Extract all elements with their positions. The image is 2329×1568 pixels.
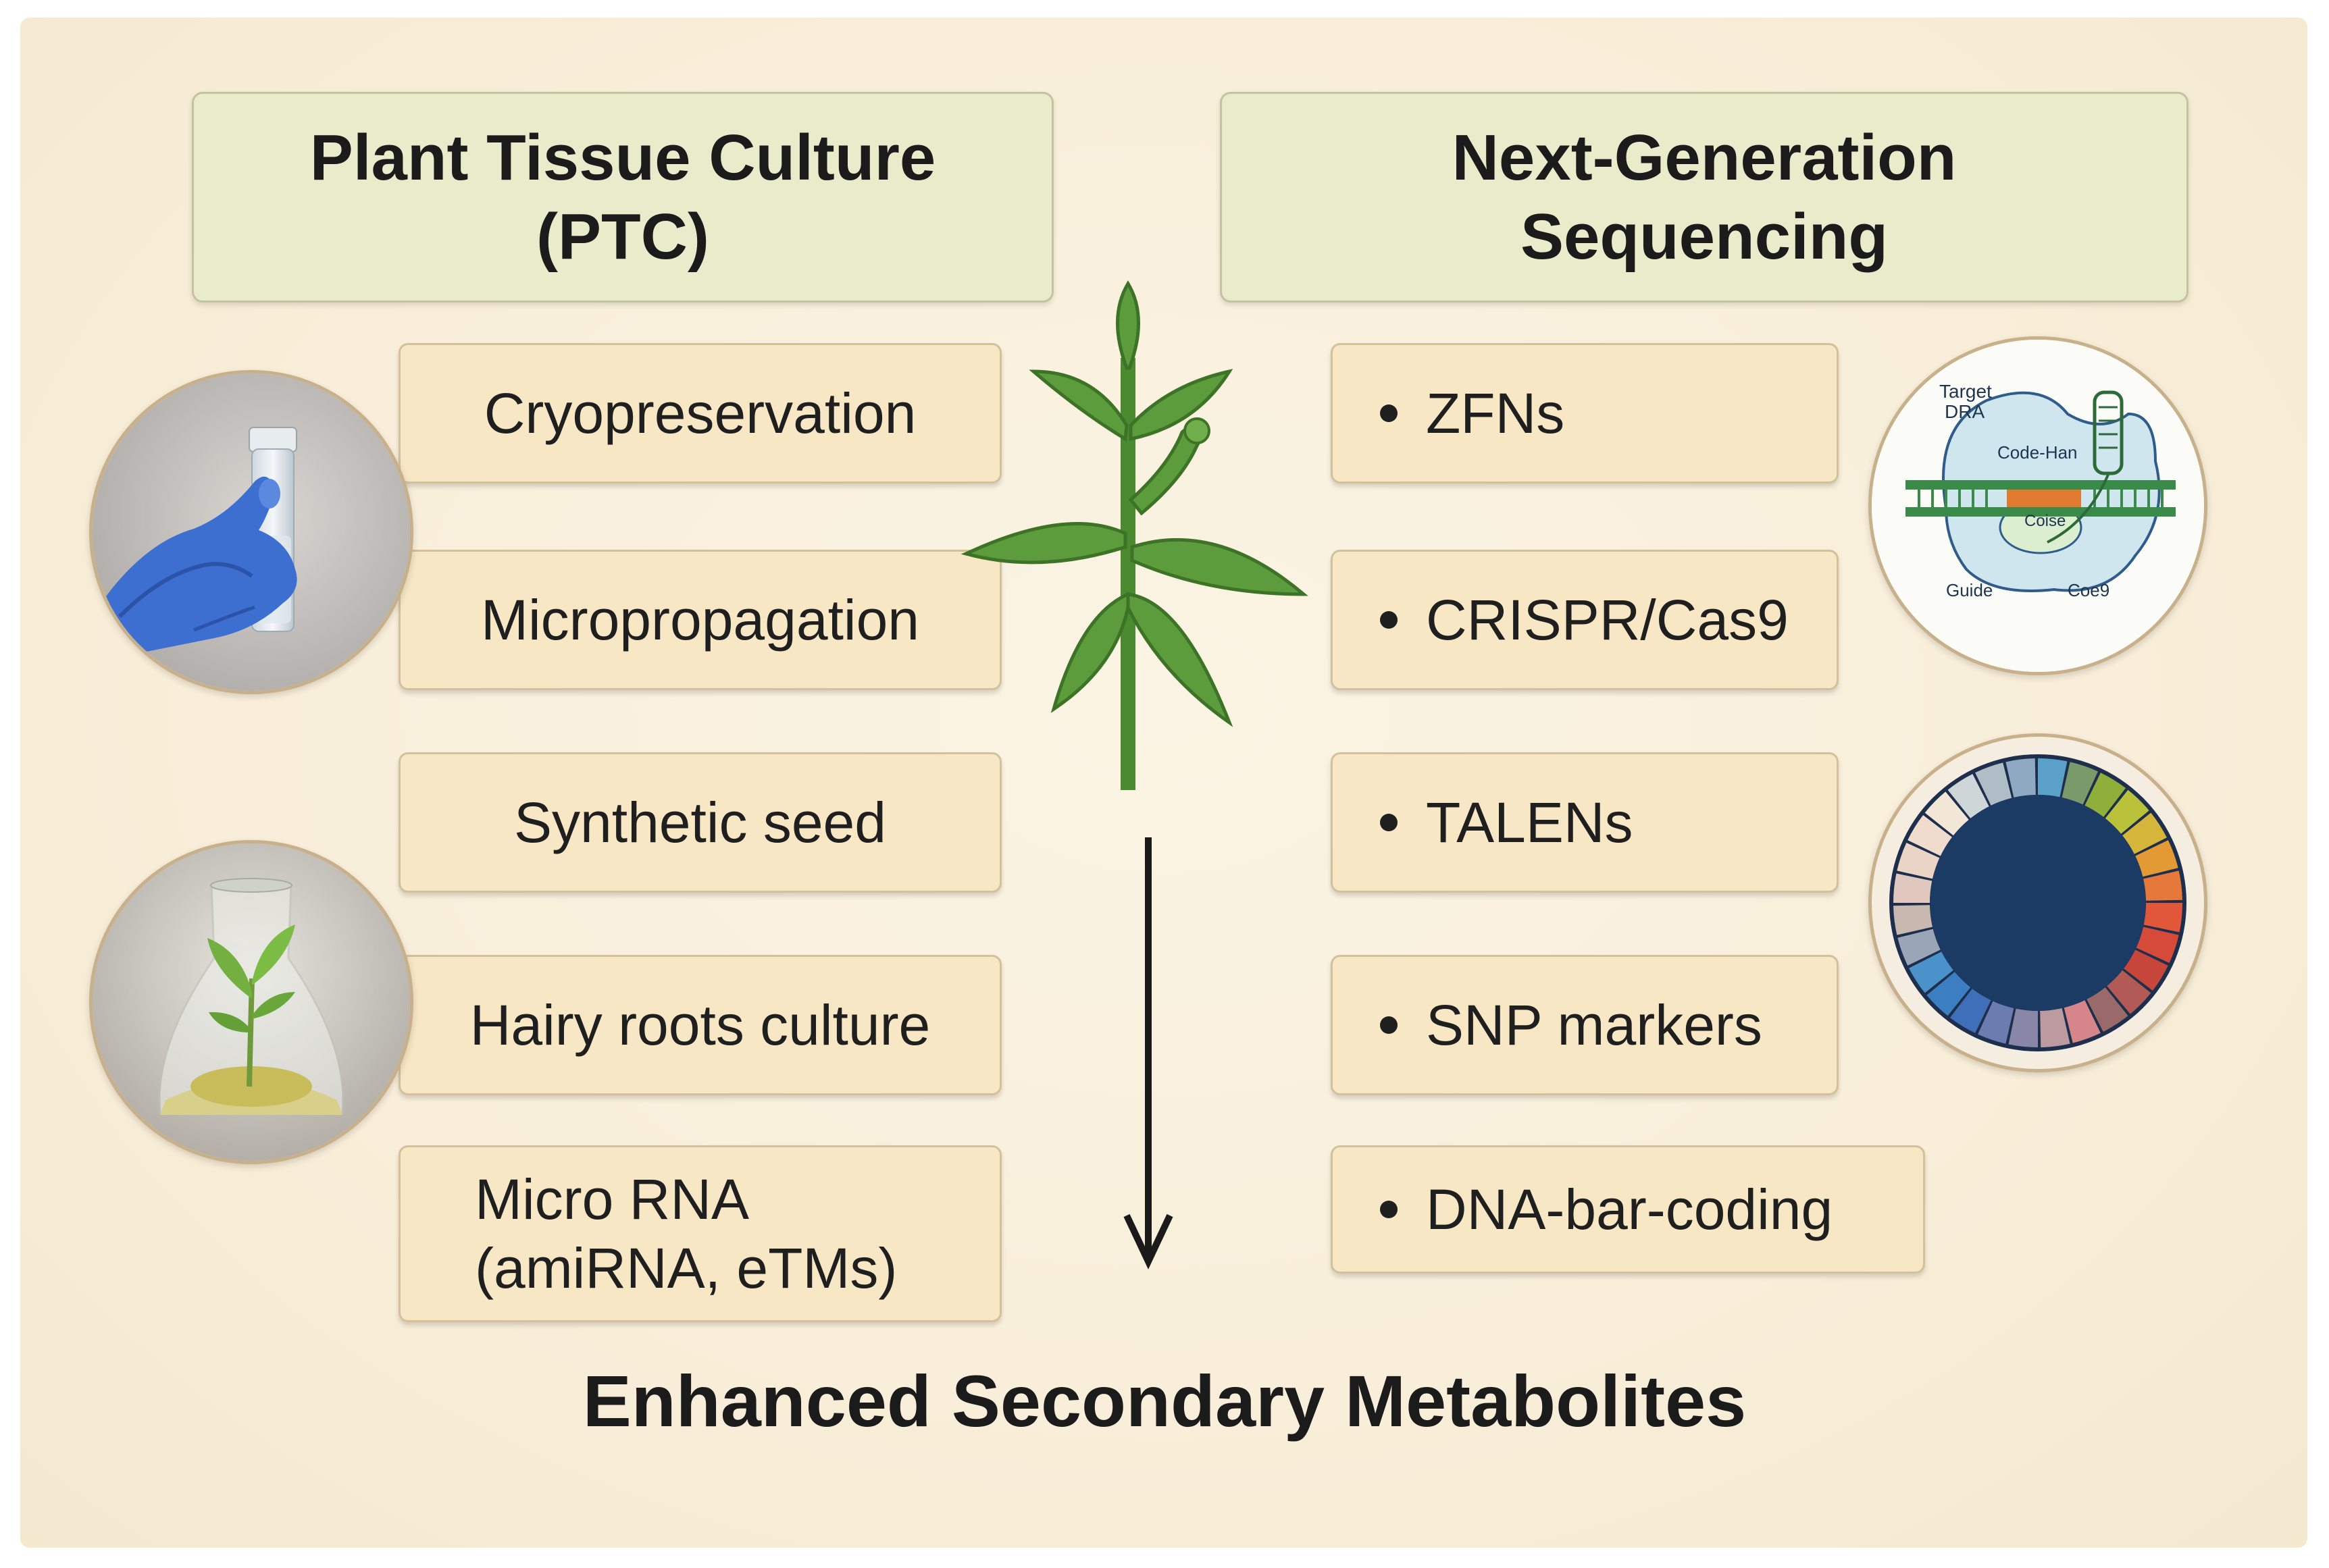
ngs-item-label: DNA-bar-coding — [1426, 1177, 1833, 1241]
ptc-item-micro-rna: Micro RNA (amiRNA, eTMs) — [399, 1145, 1002, 1322]
plant-icon — [961, 280, 1308, 790]
ngs-item-talens: TALENs — [1331, 752, 1839, 893]
bullet-icon — [1380, 1201, 1398, 1218]
ngs-header: Next-Generation Sequencing — [1220, 92, 2189, 303]
ring-segment — [2124, 949, 2168, 991]
ptc-header-line-1: Plant Tissue Culture — [309, 121, 936, 194]
ring-segment — [2122, 812, 2167, 854]
ring-segment — [2087, 987, 2128, 1032]
color-ring-chart-icon — [1868, 733, 2207, 1072]
ngs-item-label: SNP markers — [1426, 993, 1762, 1057]
ring-segment — [1908, 814, 1952, 856]
ngs-item-label: ZFNs — [1426, 381, 1565, 445]
ring-segment — [1947, 774, 1989, 818]
ring-segment — [2107, 970, 2151, 1014]
ring-segment — [2040, 1008, 2070, 1047]
ptc-header: Plant Tissue Culture (PTC) — [192, 92, 1054, 303]
plantlet-flask-illustration — [93, 843, 410, 1161]
ring-segment — [1978, 1001, 2014, 1044]
ring-segment — [2038, 758, 2068, 798]
ring-segment — [1897, 929, 1941, 966]
ptc-item-label: Hairy roots culture — [469, 993, 931, 1057]
ptc-item-label: Synthetic seed — [513, 790, 886, 854]
ngs-header-line-2: Sequencing — [1520, 201, 1889, 273]
crispr-label-coise: Coise — [2024, 512, 2066, 530]
cryovial-illustration — [93, 373, 410, 691]
color-ring-illustration — [1889, 754, 2186, 1051]
ring-segment — [2008, 1008, 2038, 1047]
ring-segment — [2005, 758, 2036, 798]
ptc-item-label: Cryopreservation — [484, 381, 917, 445]
ring-segment — [2143, 903, 2182, 933]
ring-segment — [1975, 762, 2012, 806]
ring-segment — [2084, 773, 2126, 817]
ring-segment — [2105, 789, 2149, 834]
plantlet-flask-photo-icon — [89, 840, 413, 1164]
crispr-label-guide: Guide — [1946, 580, 1993, 600]
ptc-item-label-line-2: (amiRNA, eTMs) — [475, 1236, 898, 1300]
footer-title: Enhanced Secondary Metabolites — [582, 1360, 1747, 1442]
ptc-item-hairy-roots: Hairy roots culture — [399, 955, 1002, 1095]
bullet-icon — [1380, 814, 1398, 831]
ngs-item-zfns: ZFNs — [1331, 343, 1839, 484]
ptc-item-label-line-1: Micro RNA — [475, 1167, 750, 1231]
ring-segment — [2135, 840, 2178, 877]
ngs-item-label: TALENs — [1426, 790, 1633, 854]
ptc-item-synthetic-seed: Synthetic seed — [399, 752, 1002, 893]
ring-segment — [1893, 905, 1933, 935]
ring-segment — [1924, 791, 1969, 836]
ring-segment — [1893, 873, 1933, 903]
crispr-illustration: Target DRA Code-Han Coise Guide Coe9 — [1872, 340, 2204, 672]
bullet-icon — [1380, 1016, 1398, 1034]
ring-segment — [2064, 1000, 2101, 1043]
down-arrow-icon — [1123, 837, 1173, 1270]
ptc-item-micropropagation: Micropropagation — [399, 550, 1002, 690]
bullet-icon — [1380, 404, 1398, 422]
ring-segment — [2143, 870, 2182, 901]
ring-segment — [2136, 926, 2179, 963]
ring-segment — [2062, 762, 2098, 805]
bullet-icon — [1380, 611, 1398, 629]
crispr-label-coe9: Coe9 — [2068, 580, 2109, 600]
crispr-diagram-icon: Target DRA Code-Han Coise Guide Coe9 — [1868, 336, 2207, 675]
crispr-label-dra: DRA — [1945, 401, 1985, 422]
ngs-item-label: CRISPR/Cas9 — [1426, 587, 1789, 652]
ngs-item-crispr: CRISPR/Cas9 — [1331, 550, 1839, 690]
crispr-label-code-han: Code-Han — [1997, 442, 2078, 463]
ring-segment — [1949, 989, 1991, 1033]
ngs-item-snp-markers: SNP markers — [1331, 955, 1839, 1095]
ngs-header-line-1: Next-Generation — [1452, 121, 1957, 194]
ptc-item-label: Micropropagation — [480, 587, 920, 652]
ptc-item-cryopreservation: Cryopreservation — [399, 343, 1002, 484]
cryovial-photo-icon — [89, 370, 413, 694]
ptc-header-line-2: (PTC) — [536, 201, 709, 273]
ngs-item-dna-bar-coding: DNA-bar-coding — [1331, 1145, 1925, 1274]
crispr-label-target: Target — [1939, 381, 1992, 402]
ring-segment — [1897, 843, 1940, 879]
ring-segment — [1909, 951, 1953, 993]
ring-segment — [1926, 972, 1971, 1016]
